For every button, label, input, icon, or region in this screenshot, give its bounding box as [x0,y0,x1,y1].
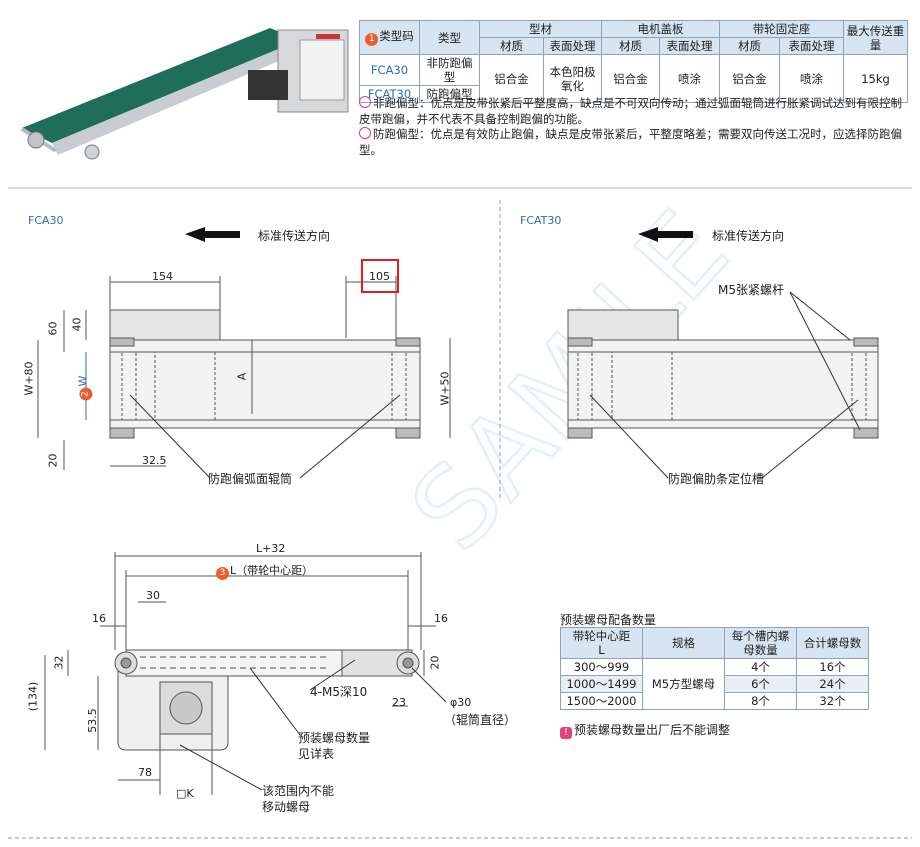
right-front-view [567,227,879,479]
dim-16-right: 16 [434,612,448,625]
table-row: 1500～2000 8个 32个 [560,692,869,710]
warning-icon: ! [560,727,572,739]
dim-40: 40 [70,317,84,332]
note-1: 非跑偏型：优点是皮带张紧后平整度高，缺点是不可双向传动；通过弧面辊筒进行胀紧调试… [359,96,902,126]
nut-note-2: 见详表 [298,747,335,761]
dim-k: □K [176,787,194,800]
nuts-table-title: 预装螺母配备数量 [560,613,657,627]
total-cell: 16个 [796,658,869,676]
header-profile: 型材 [479,20,602,38]
dim-32-5: 32.5 [142,454,167,467]
range-note-1: 该范围内不能 [262,784,335,798]
dim-w50: W+50 [438,371,452,406]
header-total: 合计螺母数 [796,627,869,659]
roller-dia-label: （辊筒直径） [444,713,517,727]
sub-material: 材质 [479,37,544,55]
dim-l32: L+32 [256,542,286,555]
m5-depth-label: 4-M5深10 [310,685,368,699]
table-row: 1000～1499 6个 24个 [560,675,869,693]
header-pulley-seat: 带轮固定座 [719,20,844,38]
header-spec: 规格 [642,627,725,659]
right-callout-bottom: 防跑偏肋条定位槽 [668,472,765,486]
sub-surface: 表面处理 [779,37,844,55]
dim-20-side: 20 [428,655,442,670]
left-callout: 防跑偏弧面辊筒 [208,472,293,486]
direction-arrow-left [185,227,240,242]
dim-32: 32 [52,655,66,670]
spec-cell: M5方型螺母 [642,658,725,710]
right-callout-top: M5张紧螺杆 [718,283,784,297]
right-direction-label: 标准传送方向 [712,229,785,243]
dim-20: 20 [46,453,60,468]
sub-material: 材质 [601,37,660,55]
header-per-slot: 每个槽内螺母数量 [724,627,797,659]
circle-mark-icon [359,127,371,139]
table-row: FCA30 非防跑偏型 铝合金 本色阳极氧化 铝合金 喷涂 铝合金 喷涂 15k… [359,54,908,103]
per-slot-cell: 8个 [724,692,797,710]
total-cell: 32个 [796,692,869,710]
dim-w80: W+80 [22,361,36,396]
type-cell: 防跑偏型 [419,85,480,103]
table-row: FCAT30 防跑偏型 [359,85,908,103]
notes: 非跑偏型：优点是皮带张紧后平整度高，缺点是不可双向传动；通过弧面辊筒进行胀紧调试… [359,96,909,158]
direction-arrow-right [638,227,693,242]
type-cell: 非防跑偏型 [419,54,480,86]
total-cell: 24个 [796,675,869,693]
conveyor-photo [20,28,349,160]
highlight-105-box [361,259,399,293]
cover-surface: 喷涂 [659,54,720,103]
type-code-cell: FCA30 [359,54,420,86]
table-row: 300～999 M5方型螺母 4个 16个 [560,658,869,710]
header-max-load: 最大传送重量 [843,20,908,55]
dim-154: 154 [152,270,173,283]
dim-16-left: 16 [92,612,106,625]
nuts-warning: !预装螺母数量出厂后不能调整 [560,721,730,739]
dim-105: 105 [369,270,390,283]
left-view-title: FCA30 [28,214,64,227]
sub-surface: 表面处理 [659,37,720,55]
nut-note-1: 预装螺母数量 [298,731,371,745]
note-2: 防跑偏型：优点是有效防止跑偏，缺点是皮带张紧后，平整度略差；需要双向传送工况时，… [359,127,902,157]
dim-78: 78 [138,766,152,779]
dim-60: 60 [46,321,60,336]
profile-surface: 本色阳极氧化 [543,54,602,103]
circle-mark-icon [359,96,371,108]
range-note-2: 移动螺母 [262,800,311,814]
range-cell: 1500～2000 [560,692,643,710]
dim-w: 2W [76,376,93,401]
header-type: 类型 [419,20,480,55]
profile-material: 铝合金 [479,54,544,103]
dim-53-5: 53.5 [85,708,99,733]
sub-material: 材质 [719,37,780,55]
header-motor-cover: 电机盖板 [601,20,720,38]
range-cell: 1000～1499 [560,675,643,693]
per-slot-cell: 4个 [724,658,797,676]
side-view [44,552,447,795]
range-cell: 300～999 [560,658,643,676]
dim-23: 23 [392,696,406,709]
per-slot-cell: 6个 [724,675,797,693]
sub-surface: 表面处理 [543,37,602,55]
seat-material: 铝合金 [719,54,780,103]
cover-material: 铝合金 [601,54,660,103]
dim-a: A [235,372,249,381]
left-direction-label: 标准传送方向 [258,229,331,243]
left-front-view [37,227,451,479]
dim-30: 30 [146,589,160,602]
max-load: 15kg [843,54,908,103]
dim-phi30: φ30 [450,696,472,709]
dim-134: (134) [26,681,40,712]
right-view-title: FCAT30 [520,214,562,227]
